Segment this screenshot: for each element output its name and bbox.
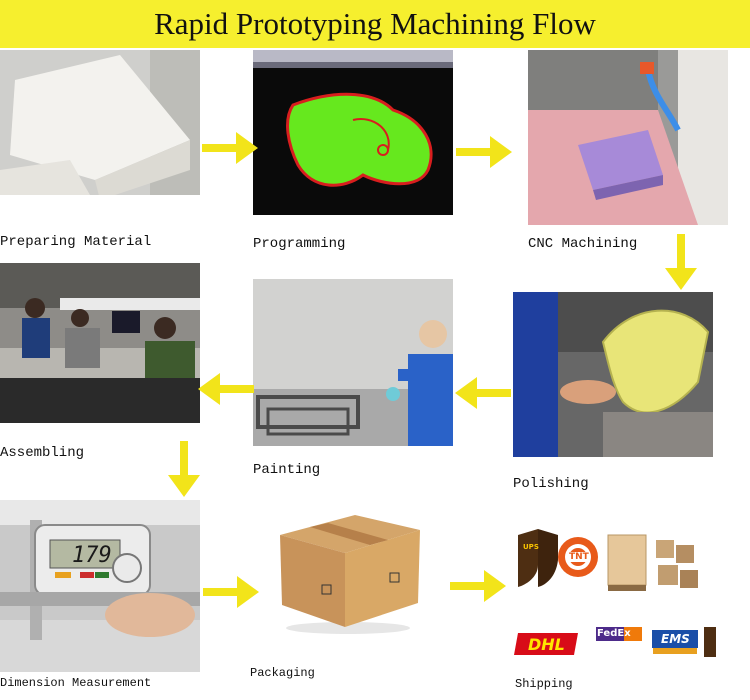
step-label: Polishing — [513, 476, 589, 492]
carrier-ems: EMS — [661, 632, 690, 646]
step-label: Shipping — [515, 677, 573, 691]
box-stack-icon — [656, 540, 674, 558]
page-title: Rapid Prototyping Machining Flow — [154, 6, 596, 41]
title-bar: Rapid Prototyping Machining Flow — [0, 0, 750, 48]
arrow-left-icon — [455, 373, 511, 413]
arrow-right-icon — [456, 132, 512, 172]
pallet-icon — [607, 534, 647, 586]
carrier-fedex: FedEx — [597, 628, 631, 639]
step-label: Preparing Material — [0, 234, 152, 250]
arrow-right-icon — [202, 128, 258, 168]
programming-image — [253, 50, 453, 215]
ups-logo-icon — [518, 529, 538, 587]
packaging-image — [270, 505, 430, 635]
arrow-right-icon — [450, 566, 506, 606]
assembling-image — [0, 263, 200, 423]
shipping-image: UPS TNT DHL FedEx EMS — [508, 515, 716, 680]
step-label: CNC Machining — [528, 236, 638, 252]
carrier-tnt: TNT — [569, 552, 589, 562]
painting-image — [253, 279, 453, 446]
step-label: Assembling — [0, 445, 85, 461]
arrow-down-icon — [661, 234, 701, 290]
preparing-material-image — [0, 50, 200, 195]
step-label: Dimension Measurement — [0, 676, 152, 690]
carrier-ups: UPS — [523, 543, 539, 551]
ems-logo-icon — [652, 630, 698, 648]
step-label: Packaging — [250, 666, 315, 680]
step-label: Programming — [253, 236, 346, 252]
polishing-image — [513, 292, 713, 457]
dhl-logo-icon — [514, 633, 578, 655]
dimension-measurement-image: 179 — [0, 500, 200, 672]
arrow-down-icon — [164, 441, 204, 497]
caliper-readout: 179 — [72, 543, 112, 568]
arrow-left-icon — [198, 369, 254, 409]
arrow-right-icon — [203, 572, 259, 612]
step-label: Painting — [253, 462, 321, 478]
cnc-machining-image — [528, 50, 728, 225]
carrier-dhl: DHL — [528, 635, 565, 654]
